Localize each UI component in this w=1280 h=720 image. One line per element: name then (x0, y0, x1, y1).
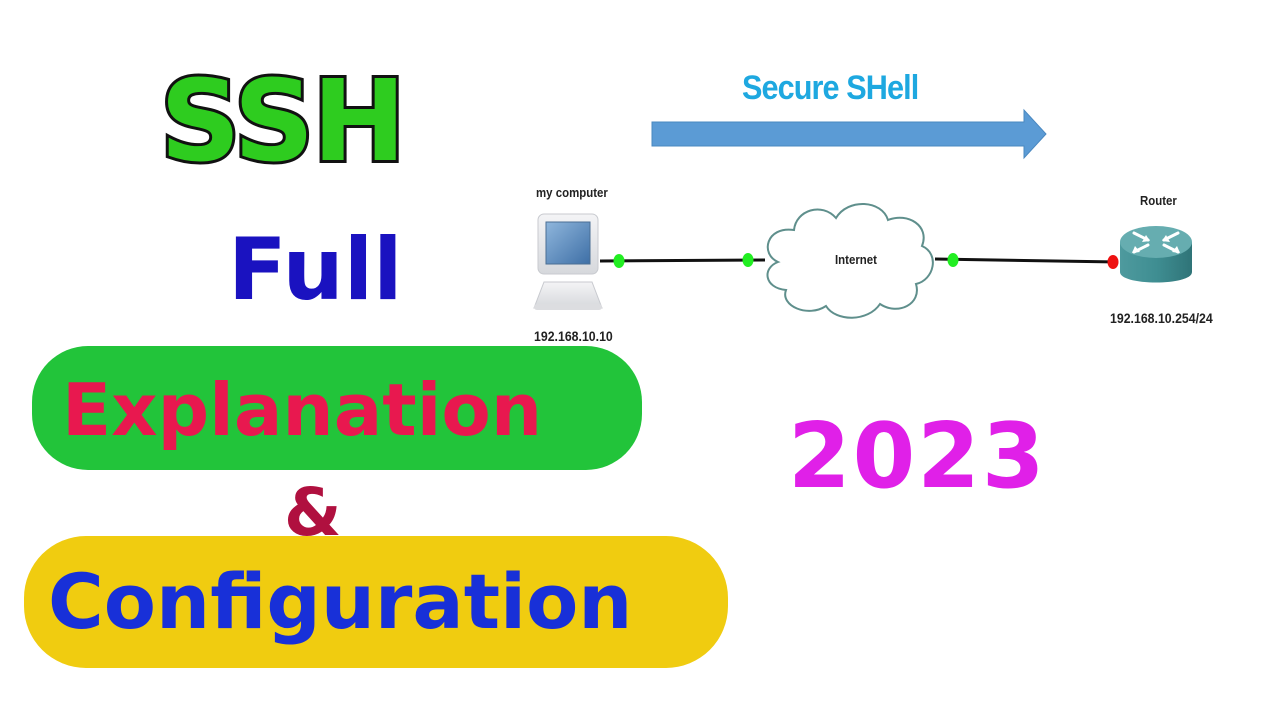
link-status-up-icon (613, 254, 625, 268)
cloud-icon (766, 203, 934, 319)
direction-arrow-icon (651, 108, 1047, 160)
title-explanation: Explanation (62, 368, 543, 452)
explanation-highlight (38, 352, 636, 464)
secure-shell-label: Secure SHell (742, 69, 919, 107)
link-status-up-icon (947, 253, 959, 267)
link-status-up-icon (742, 253, 754, 267)
desktop-computer-icon (533, 213, 603, 310)
router-ip: 192.168.10.254/24 (1110, 310, 1213, 326)
title-ampersand: & (284, 474, 342, 551)
router-label: Router (1140, 193, 1177, 208)
title-ssh: SSH (157, 57, 409, 187)
computer-label: my computer (536, 185, 608, 200)
title-configuration: Configuration (48, 557, 633, 646)
computer-ip: 192.168.10.10 (534, 328, 613, 344)
title-full: Full (228, 220, 403, 320)
internet-label: Internet (835, 252, 877, 267)
router-icon (1120, 226, 1192, 283)
title-year: 2023 (788, 404, 1047, 509)
configuration-highlight (30, 542, 722, 662)
link-status-down-icon (1107, 255, 1119, 269)
